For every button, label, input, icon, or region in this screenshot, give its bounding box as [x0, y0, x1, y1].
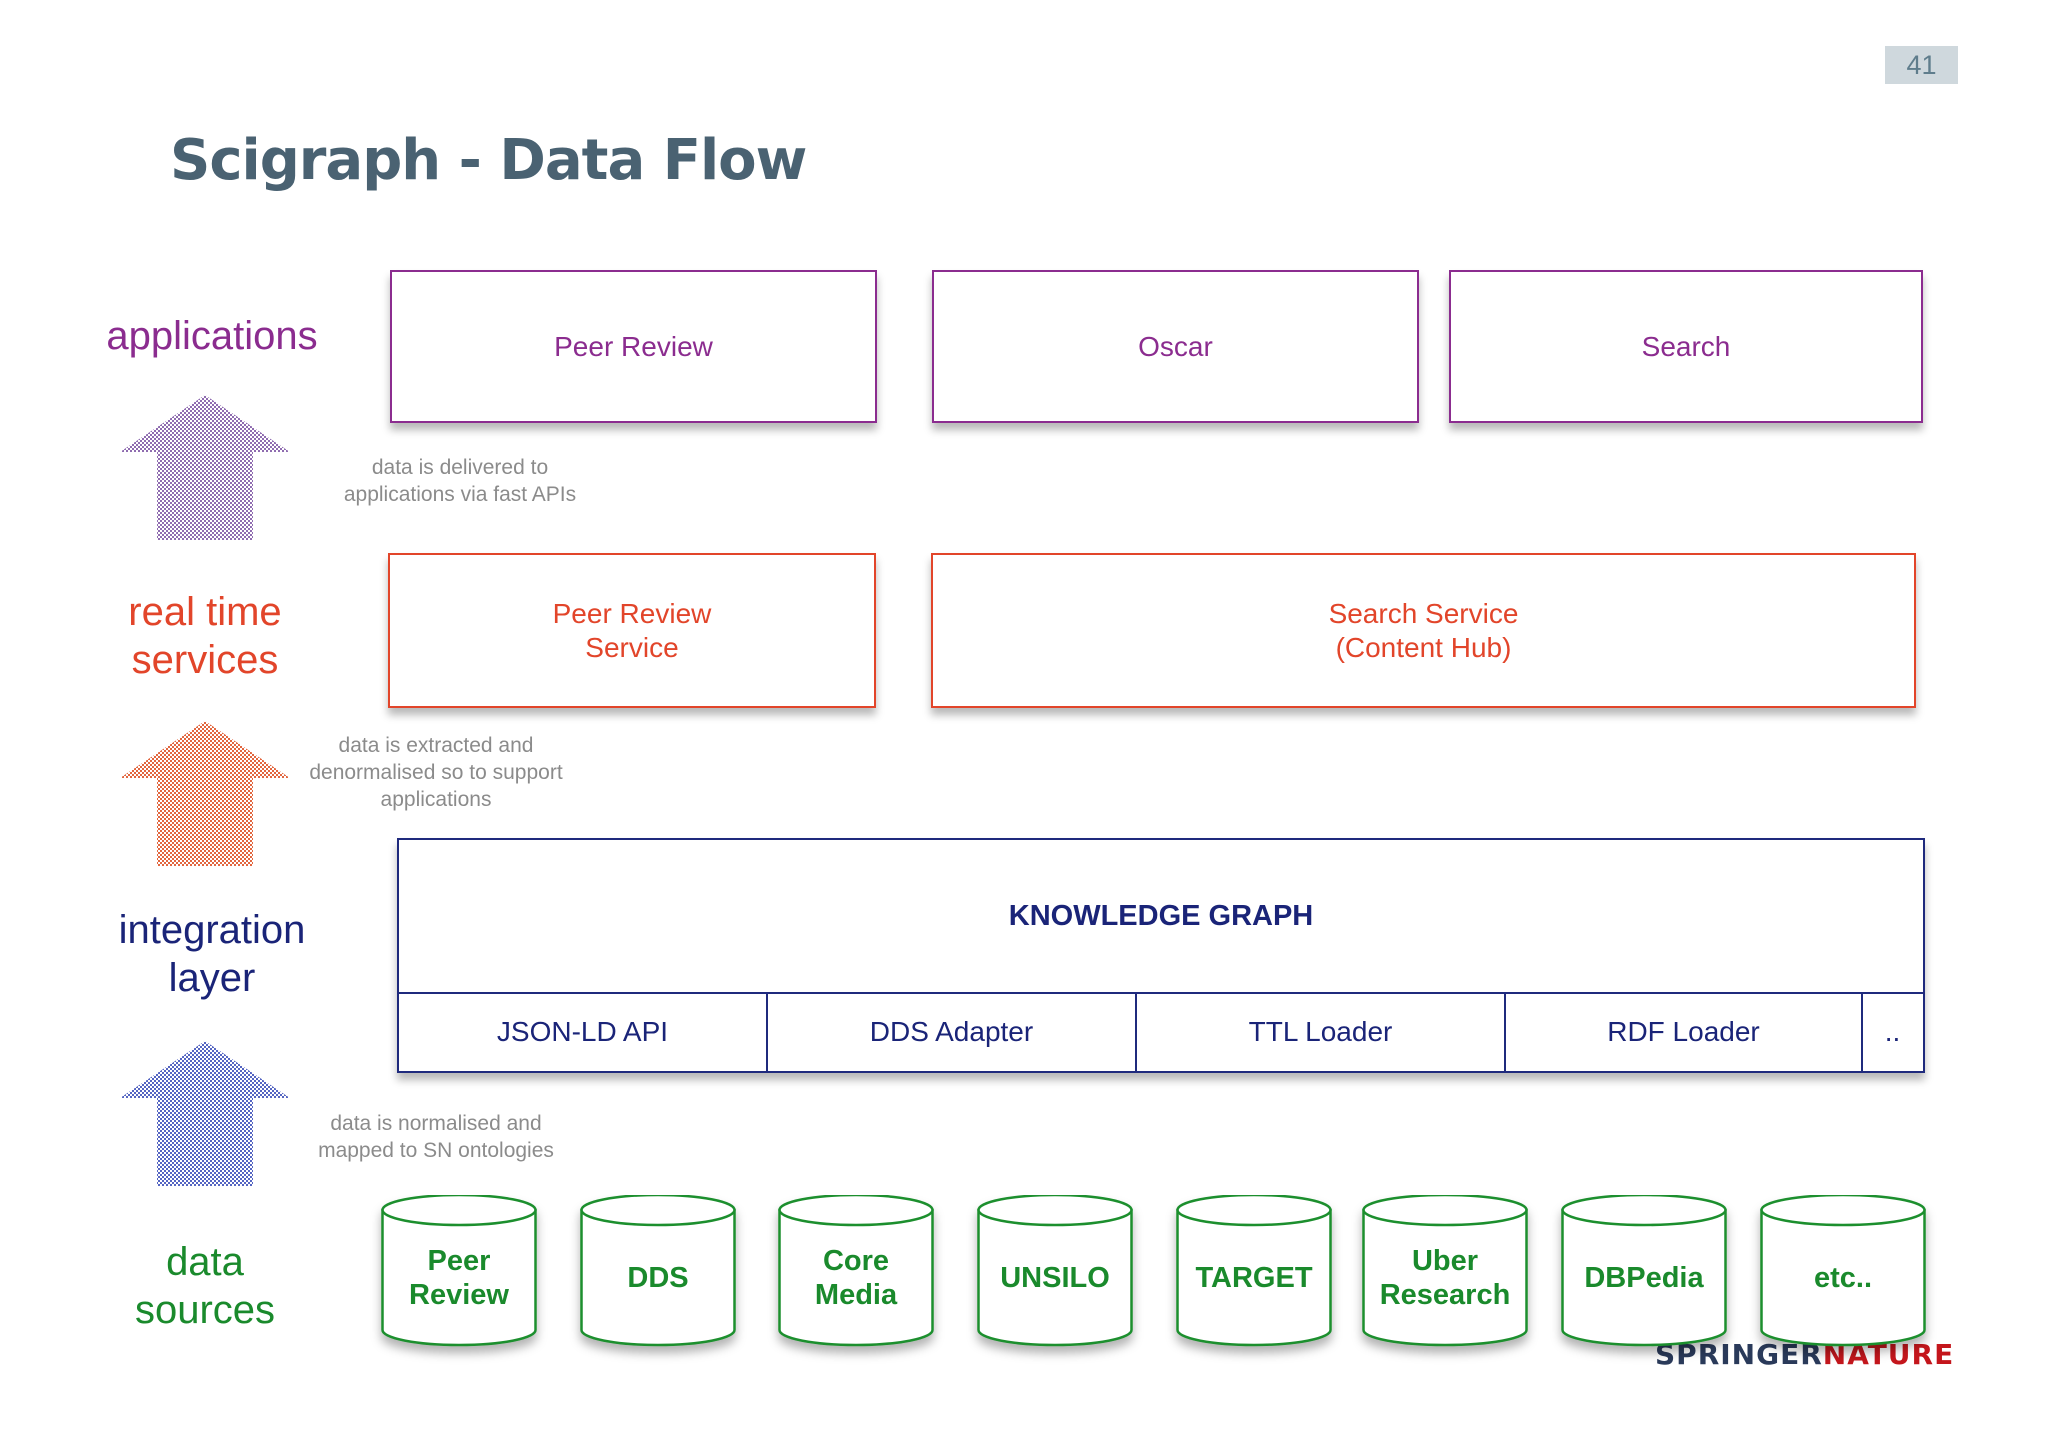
data-source-label: DBPedia — [1584, 1261, 1704, 1294]
app-box-peer-review: Peer Review — [390, 270, 877, 423]
service-box-search: Search Service(Content Hub) — [931, 553, 1916, 708]
layer-label-applications: applications — [106, 314, 318, 358]
note-extracted: data is extracted and denormalised so to… — [309, 734, 563, 811]
note-delivered: data is delivered to applications via fa… — [343, 456, 577, 506]
layer-label-integration: integration layer — [118, 908, 306, 1000]
knowledge-graph-title: KNOWLEDGE GRAPH — [399, 840, 1923, 994]
data-source-label: etc.. — [1813, 1261, 1873, 1294]
layer-label-sources: data sources — [134, 1240, 276, 1332]
arrow-up-icon — [120, 721, 290, 866]
data-source-cylinder — [1176, 1195, 1332, 1347]
data-source-cylinder — [778, 1195, 934, 1347]
data-source-cylinder — [1760, 1195, 1926, 1347]
data-source-cylinder — [977, 1195, 1133, 1347]
data-source-cylinder — [580, 1195, 736, 1347]
knowledge-graph-box: KNOWLEDGE GRAPH JSON-LD API DDS Adapter … — [397, 838, 1925, 1073]
kg-component-rdf-loader: RDF Loader — [1506, 993, 1863, 1071]
data-source-cylinder — [1362, 1195, 1528, 1347]
kg-component-dds-adapter: DDS Adapter — [768, 993, 1137, 1071]
app-box-search: Search — [1449, 270, 1923, 423]
page-title: Scigraph - Data Flow — [170, 128, 807, 193]
kg-component-more: .. — [1884, 1016, 1901, 1047]
data-source-cylinder — [381, 1195, 537, 1347]
layer-label-services: real time services — [128, 590, 282, 682]
data-source-label: TARGET — [1195, 1261, 1313, 1294]
arrow-up-icon — [120, 395, 290, 540]
data-source-label: UNSILO — [1000, 1261, 1110, 1294]
page-number: 41 — [1885, 46, 1958, 84]
data-source-cylinder — [1561, 1195, 1727, 1347]
data-source-label: DDS — [627, 1261, 689, 1294]
arrow-up-icon — [120, 1041, 290, 1186]
kg-component-json-ld-api: JSON-LD API — [399, 993, 768, 1071]
note-normalised: data is normalised and mapped to SN onto… — [318, 1112, 554, 1162]
kg-component-ttl-loader: TTL Loader — [1137, 993, 1506, 1071]
data-sources-cylinders — [381, 1195, 1926, 1347]
app-box-oscar: Oscar — [932, 270, 1419, 423]
